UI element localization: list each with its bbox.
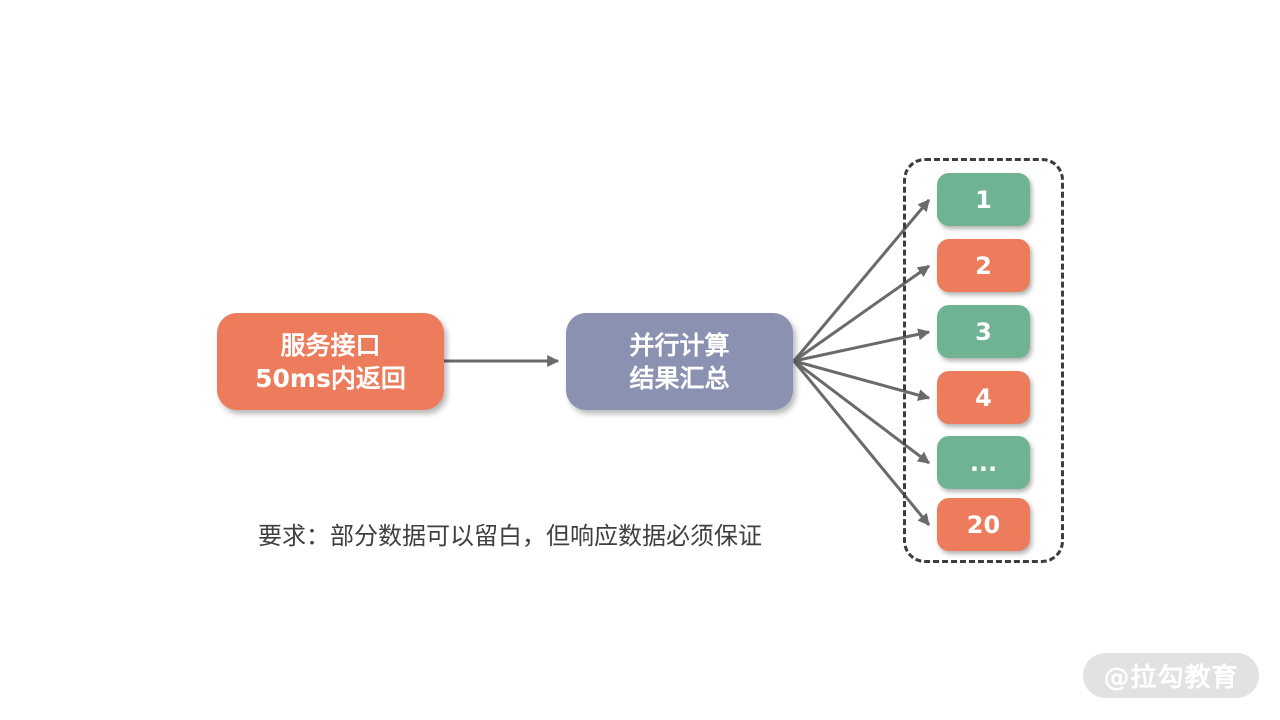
worker-node-2: 2: [937, 239, 1030, 292]
worker-node-4: 4: [937, 371, 1030, 424]
worker-group-container: [903, 158, 1064, 563]
node-service-line2: 50ms内返回: [255, 363, 406, 393]
worker-label: 1: [975, 185, 992, 214]
node-service-interface: 服务接口 50ms内返回: [217, 313, 444, 410]
worker-label: 2: [975, 251, 992, 280]
worker-node-3: 3: [937, 305, 1030, 358]
node-parallel-compute: 并行计算 结果汇总: [566, 313, 793, 410]
requirement-note: 要求：部分数据可以留白，但响应数据必须保证: [258, 522, 762, 550]
node-service-line1: 服务接口: [280, 330, 381, 360]
watermark-text: @拉勾教育: [1103, 663, 1239, 693]
worker-node-1: 1: [937, 173, 1030, 226]
node-parallel-line2: 结果汇总: [629, 363, 730, 393]
worker-label: 20: [966, 510, 1001, 539]
watermark-badge: @拉勾教育: [1083, 653, 1259, 698]
worker-label: 3: [975, 317, 992, 346]
worker-label: 4: [975, 383, 992, 412]
worker-node-ellipsis: ...: [937, 436, 1030, 489]
worker-label: ...: [969, 448, 998, 477]
node-parallel-line1: 并行计算: [629, 330, 730, 360]
worker-node-20: 20: [937, 498, 1030, 551]
